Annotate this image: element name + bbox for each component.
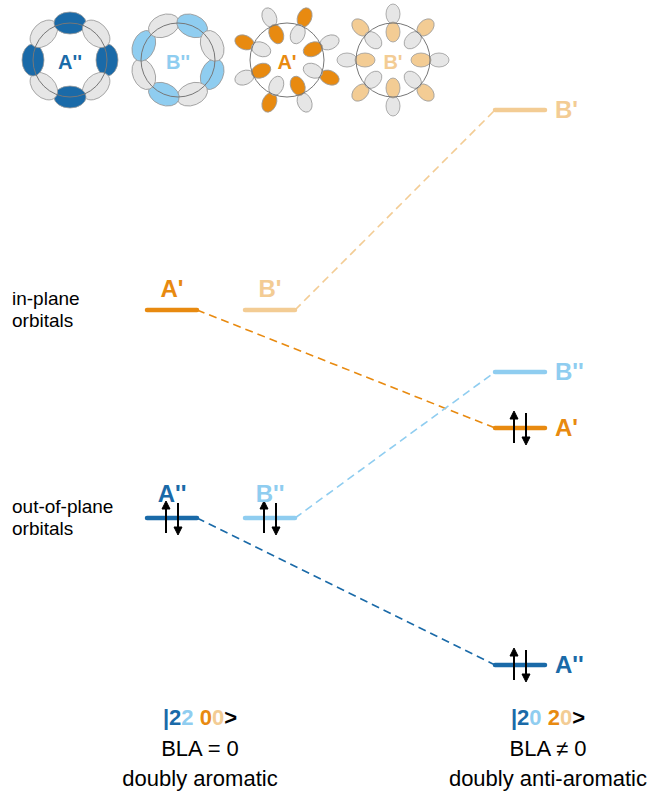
level-label: A'' xyxy=(158,480,187,508)
ket-character: > xyxy=(572,705,585,730)
orbital-lobe xyxy=(386,96,400,116)
correlation-lines xyxy=(197,110,495,665)
orbital-ring xyxy=(128,10,229,111)
orbital-lobe xyxy=(355,53,375,67)
orbital-lobe xyxy=(361,68,385,92)
energy-level xyxy=(147,516,197,521)
orbital-lobe xyxy=(287,74,308,98)
orbital-rings xyxy=(22,4,449,116)
orbital-lobe xyxy=(249,39,273,60)
level-label: B' xyxy=(258,275,281,303)
spin-up xyxy=(165,507,167,533)
orbital-lobe xyxy=(386,22,400,42)
ket-character: 2 xyxy=(517,705,529,730)
energy-level xyxy=(495,108,545,113)
orbital-lobe xyxy=(401,68,425,92)
ket-character: 2 xyxy=(548,705,560,730)
orbital-lobe xyxy=(361,28,385,52)
group-label: in-plane orbitals xyxy=(12,288,122,332)
ket-character: > xyxy=(224,705,237,730)
dashed-line xyxy=(197,518,495,665)
spin-up xyxy=(513,654,515,680)
orbital-ring xyxy=(337,4,449,116)
ring-label: A' xyxy=(277,51,296,74)
spin-up xyxy=(263,507,265,533)
level-label: A' xyxy=(555,414,578,442)
orbital-lobe xyxy=(386,78,400,98)
orbital-lobe xyxy=(429,53,449,67)
ring-label: B' xyxy=(383,51,402,74)
arrow-head xyxy=(510,648,518,656)
ring-bond xyxy=(356,23,430,97)
level-label: B'' xyxy=(256,480,285,508)
level-label: B'' xyxy=(555,358,584,386)
energy-level xyxy=(495,663,545,668)
orbital-lobe xyxy=(266,22,287,46)
orbital-lobe xyxy=(401,28,425,52)
orbital-ring xyxy=(22,12,118,108)
orbital-lobe xyxy=(287,22,308,46)
orbital-lobe xyxy=(266,74,287,98)
energy-level xyxy=(147,308,197,313)
electron-pairs xyxy=(162,411,530,682)
ket-character: 0 xyxy=(200,705,212,730)
ring-bond xyxy=(141,23,215,97)
energy-level xyxy=(495,370,545,375)
ring-bond xyxy=(250,23,324,97)
orbital-lobe xyxy=(337,53,357,67)
energy-level xyxy=(245,516,295,521)
orbital-lobe xyxy=(249,60,273,81)
configuration-ket: |20 20> xyxy=(511,705,585,730)
arrow-head xyxy=(174,527,182,535)
bla-label: BLA = 0 xyxy=(161,736,239,761)
ket-character: 2 xyxy=(181,705,193,730)
energy-level xyxy=(245,308,295,313)
arrow-head xyxy=(272,527,280,535)
ket-character: 2 xyxy=(169,705,181,730)
configuration-ket: |22 00> xyxy=(163,705,237,730)
energy-level xyxy=(495,426,545,431)
ring-label: A'' xyxy=(58,51,82,74)
dashed-line xyxy=(295,110,495,310)
orbital-lobe xyxy=(386,4,400,24)
ring-label: B'' xyxy=(166,51,190,74)
orbital-lobe xyxy=(301,39,325,60)
dashed-line xyxy=(295,372,495,518)
spin-up xyxy=(513,417,515,443)
level-label: B' xyxy=(555,96,578,124)
spin-down xyxy=(525,650,527,676)
arrow-head xyxy=(522,674,530,682)
ket-character: 0 xyxy=(529,705,541,730)
orbital-lobe xyxy=(411,53,431,67)
group-label: out-of-plane orbitals xyxy=(12,496,140,540)
ket-character: 0 xyxy=(560,705,572,730)
ring-bond xyxy=(33,23,107,97)
orbital-lobe xyxy=(301,60,325,81)
ket-character xyxy=(194,705,200,730)
electron-pair xyxy=(510,411,530,445)
bla-label: BLA ≠ 0 xyxy=(510,736,587,761)
ket-character xyxy=(542,705,548,730)
electron-pair xyxy=(510,648,530,682)
orbital-ring xyxy=(233,6,342,115)
character-label: doubly anti-aromatic xyxy=(449,766,647,791)
character-label: doubly aromatic xyxy=(122,766,277,791)
ket-character: 0 xyxy=(212,705,224,730)
level-label: A' xyxy=(160,275,183,303)
level-label: A'' xyxy=(555,651,584,679)
ket-character: | xyxy=(511,705,517,730)
energy-levels xyxy=(147,110,545,665)
spin-down xyxy=(525,413,527,439)
arrow-head xyxy=(522,437,530,445)
dashed-line xyxy=(197,310,495,428)
ket-character: | xyxy=(163,705,169,730)
arrow-head xyxy=(510,411,518,419)
